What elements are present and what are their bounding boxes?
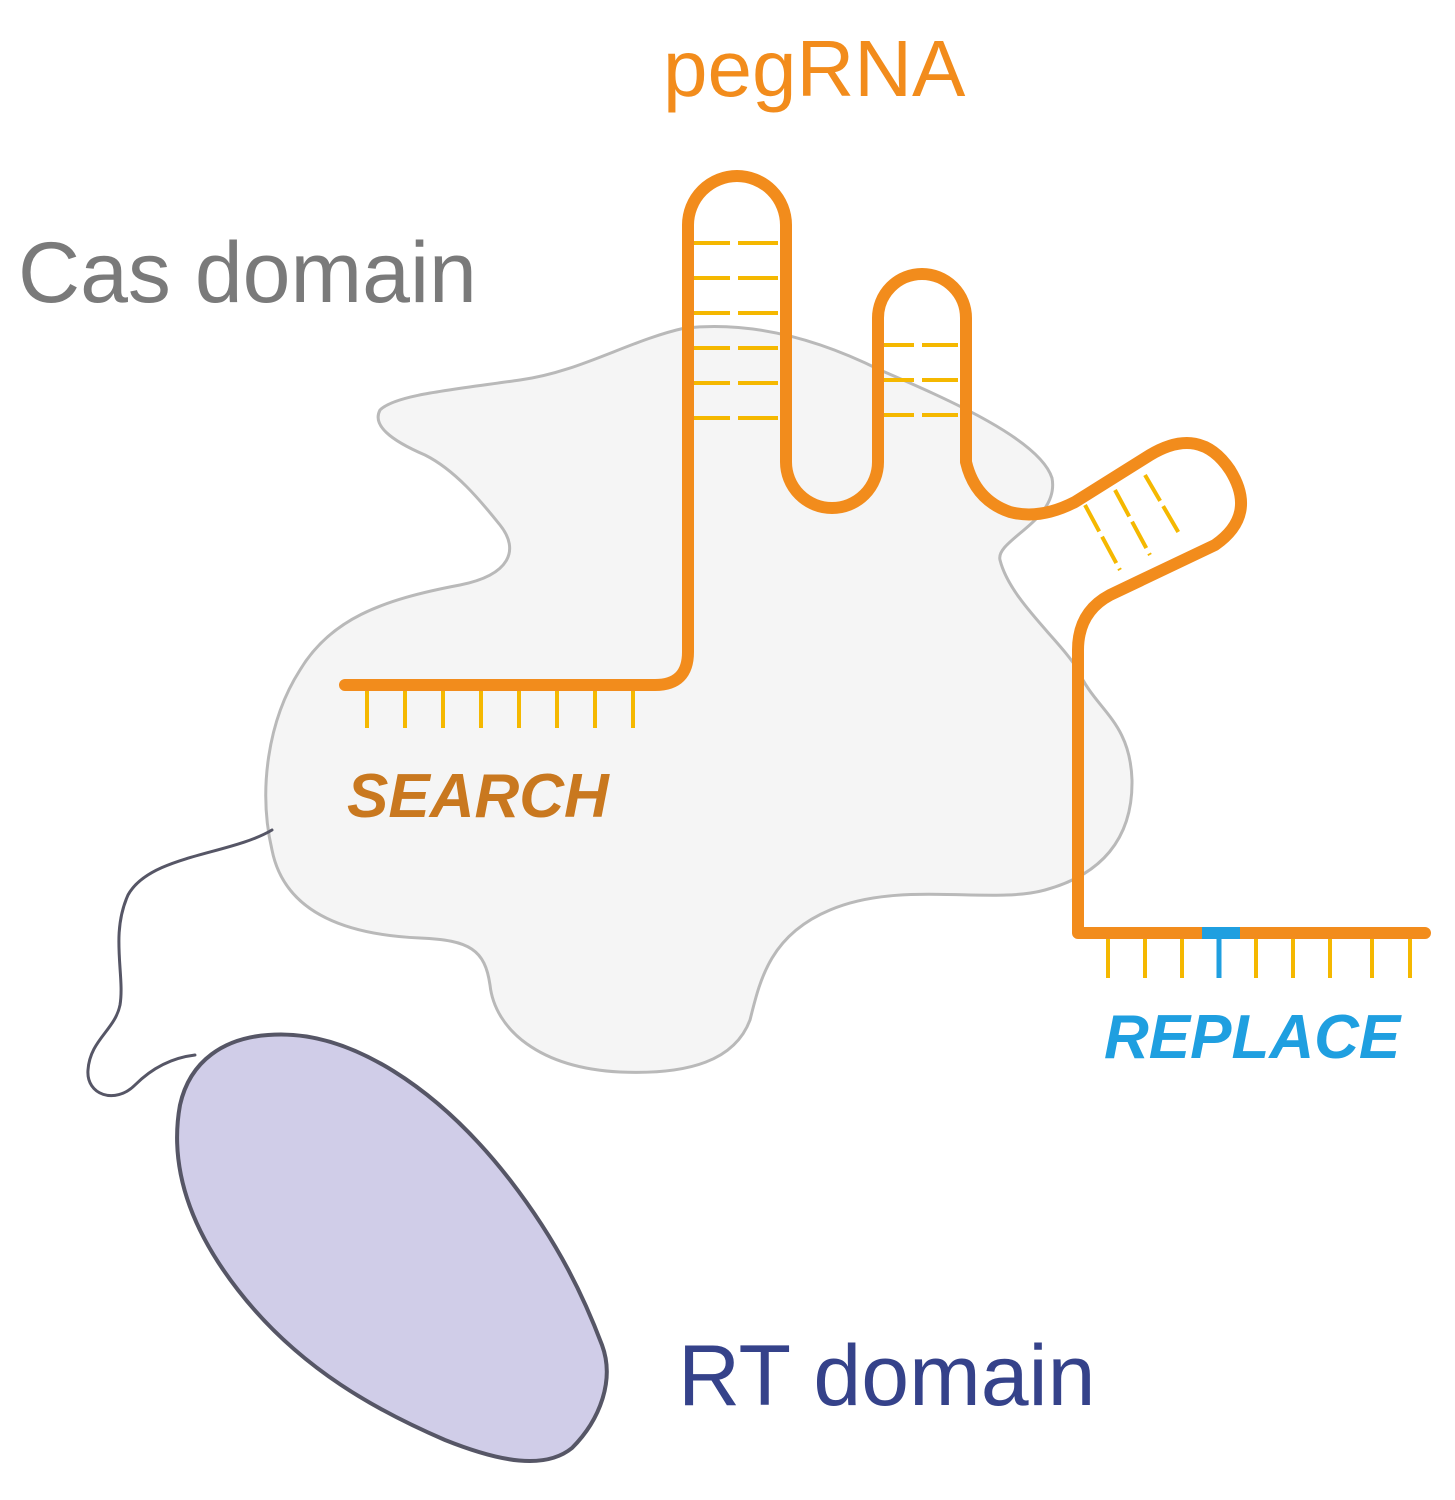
rt-domain-shape (175, 1032, 609, 1464)
search-label: SEARCH (347, 762, 610, 831)
cas-domain-shape (264, 324, 1134, 1074)
linker (86, 828, 274, 1098)
pegrna-strand (339, 170, 1431, 939)
pegrna-label: pegRNA (663, 24, 966, 113)
edit-mark (1202, 927, 1240, 978)
replace-ticks (1106, 938, 1412, 978)
rt-domain-label: RT domain (678, 1328, 1096, 1424)
search-ticks (365, 690, 635, 728)
cas-domain-label: Cas domain (18, 225, 477, 321)
base-pair-rungs (690, 241, 1182, 571)
replace-label: REPLACE (1104, 1003, 1402, 1072)
